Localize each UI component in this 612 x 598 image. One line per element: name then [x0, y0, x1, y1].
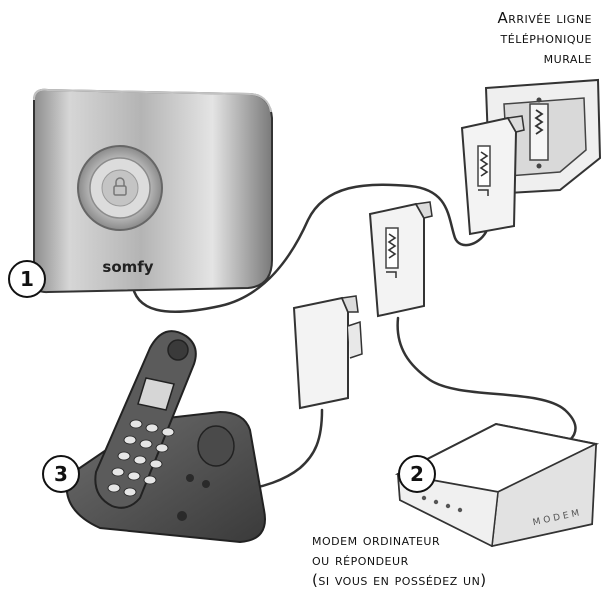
modem: MODEM — [394, 422, 600, 548]
modem-label: modem ordinateur ou répondeur (si vous e… — [312, 530, 487, 590]
cable-alarm-to-splitter — [130, 183, 488, 313]
modem-label-line: (si vous en possédez un) — [312, 571, 487, 589]
modem-label-line: ou répondeur — [312, 551, 409, 569]
keypad — [107, 419, 175, 497]
phone-plug — [292, 295, 363, 410]
number-badge-3: 3 — [42, 455, 80, 493]
number-badge-1: 1 — [8, 260, 46, 298]
wall-line-label-line: téléphonique — [500, 29, 592, 47]
wall-line-label-line: Arrivée ligne — [497, 9, 592, 27]
lock-icon — [113, 177, 127, 196]
cordless-phone — [65, 330, 266, 544]
number-badge-2: 2 — [398, 455, 436, 493]
modem-label-line: modem ordinateur — [312, 531, 441, 549]
earpiece — [167, 339, 189, 361]
wall-line-label-line: murale — [543, 49, 592, 67]
speaker-grille — [197, 425, 235, 467]
splitter-plug-middle — [368, 201, 433, 318]
alarm-unit: somfy — [33, 88, 273, 294]
brand-logo: somfy — [102, 258, 153, 276]
phone-display — [137, 377, 175, 411]
splitter-plug-wall — [460, 115, 525, 236]
wall-line-label: Arrivée ligne téléphonique murale — [497, 8, 592, 68]
cable-splitter-to-modem — [396, 316, 577, 442]
modem-leds — [421, 495, 463, 513]
